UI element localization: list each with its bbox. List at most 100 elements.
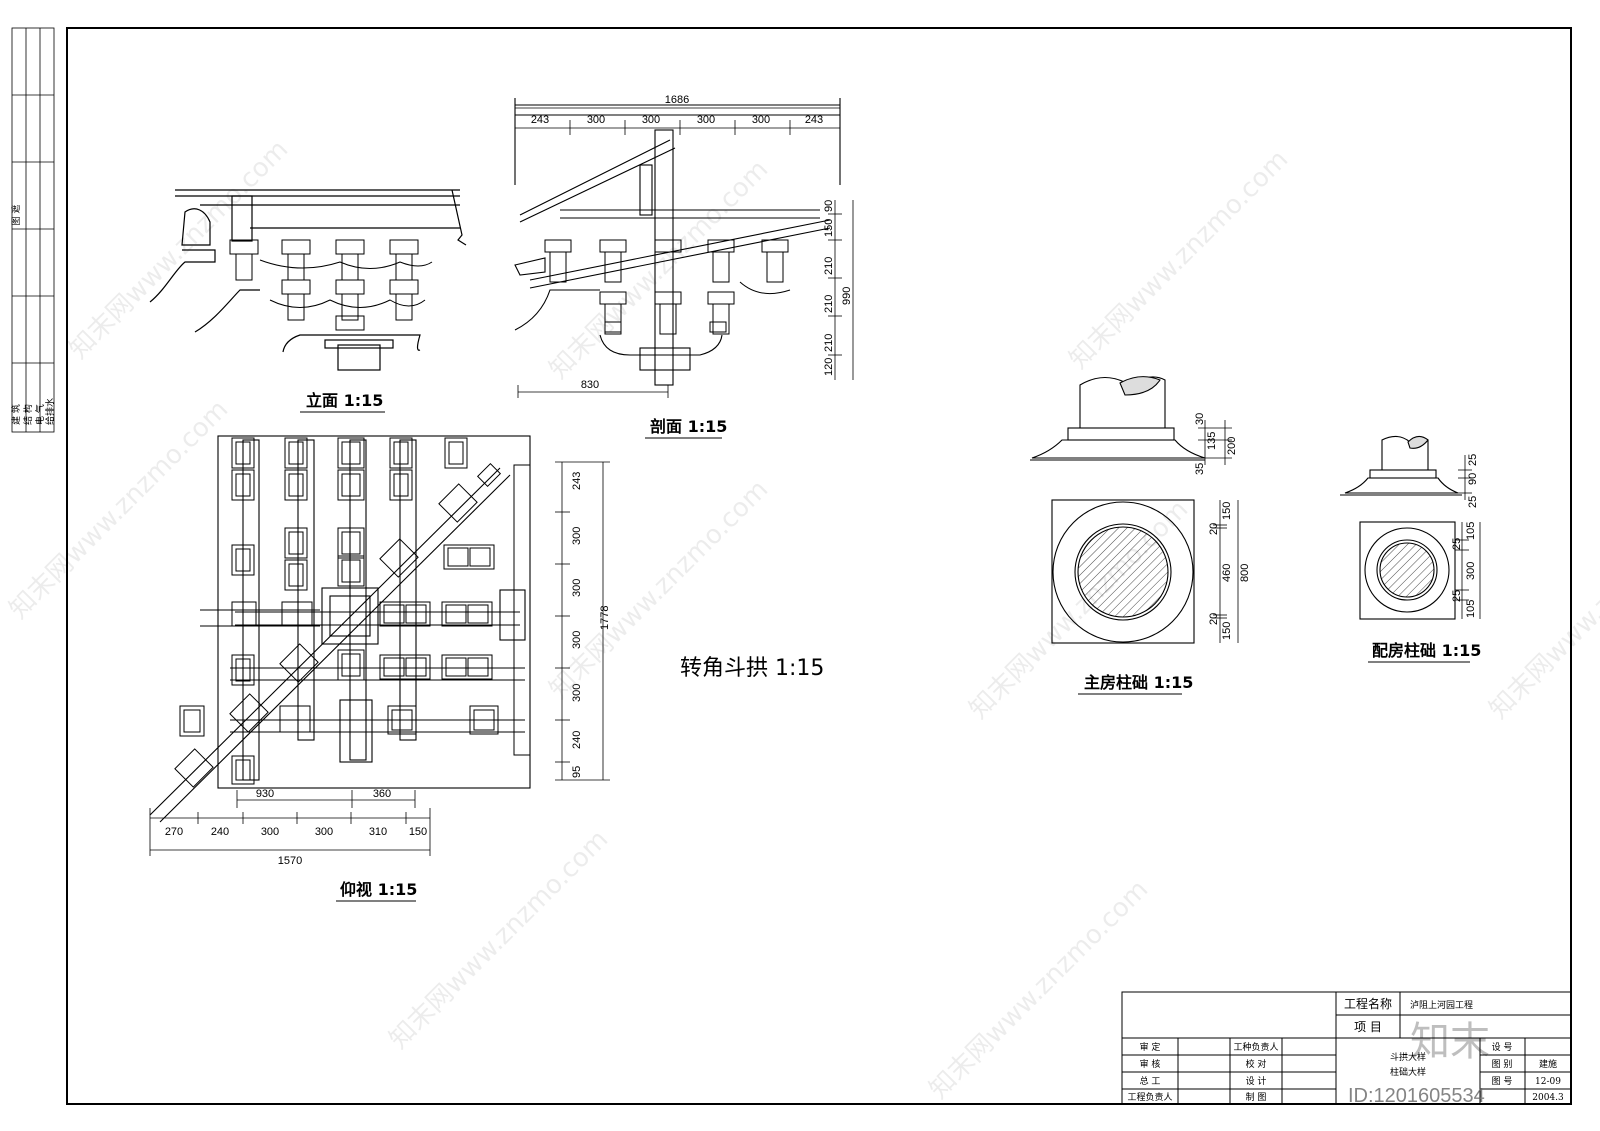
sidebar (11, 27, 55, 433)
main-base-elevation (1030, 376, 1206, 461)
tb-drawing-name-1: 斗拱大样 (1390, 1051, 1426, 1063)
tb-value-date: 2004.3 (1532, 1093, 1564, 1103)
tb-role-draft: 制 图 (1246, 1091, 1267, 1103)
section-label: 剖面 1:15 (650, 417, 727, 436)
sidebar-trade-elec: 电 气 (34, 404, 46, 425)
main-base-pdim-2: 20 (1208, 523, 1220, 535)
bottom-view-label: 仰视 1:15 (340, 880, 417, 899)
watermark-7: 知末网www.znzmo.com (384, 824, 615, 1055)
watermark-9: 知末网www.znzmo.com (1484, 494, 1600, 725)
section-vdim-3: 210 (823, 257, 835, 275)
tb-role-check: 校 对 (1246, 1058, 1267, 1070)
section-total-width: 1686 (665, 94, 689, 106)
bv-hdim-a: 270 (165, 826, 183, 838)
section-vdim-total: 990 (841, 287, 853, 305)
sidebar-top-label: 图 遮 (10, 205, 22, 226)
bottom-view-dimlines (149, 461, 610, 856)
tb-role-review: 审 核 (1140, 1058, 1161, 1070)
bv-vdim-total: 1778 (599, 606, 611, 630)
main-base-edim-1: 30 (1194, 413, 1206, 425)
tb-label-sheet-no: 图 号 (1492, 1076, 1513, 1087)
watermark-3: 知末网www.znzmo.com (1064, 144, 1295, 375)
section-drawing (514, 98, 841, 386)
section-brackets (544, 239, 791, 335)
bv-vdim-5: 300 (571, 684, 583, 702)
title-block (1121, 991, 1572, 1105)
side-base-edim-2: 90 (1467, 473, 1479, 485)
bv-vdim-2: 300 (571, 527, 583, 545)
side-base-pdim-5: 105 (1465, 600, 1477, 618)
watermark-1: 知末网www.znzmo.com (64, 134, 295, 365)
main-base-pdim-4: 800 (1239, 564, 1251, 582)
watermark-logo: 知末 (1410, 1019, 1490, 1065)
bv-vdim-7: 95 (571, 766, 583, 778)
sidebar-trade-water: 给排水 (44, 398, 56, 425)
bv-hdim-d: 300 (315, 826, 333, 838)
bv-hdim-e: 310 (369, 826, 387, 838)
side-base-edim-1: 25 (1467, 454, 1479, 466)
tb-label-design-no: 设 号 (1492, 1042, 1513, 1053)
section-dim-3: 300 (642, 114, 660, 126)
main-base-label: 主房柱础 1:15 (1084, 673, 1193, 692)
bv-hdim-360: 360 (373, 788, 391, 800)
bv-hdim-c: 300 (261, 826, 279, 838)
side-base-pdim-4: 25 (1451, 590, 1463, 602)
bv-hdim-930: 930 (256, 788, 274, 800)
main-title: 转角斗拱 1:15 (680, 656, 824, 681)
section-dim-1: 243 (531, 114, 549, 126)
diagonal-bracket-blocks (174, 462, 502, 788)
tb-role-chief: 总 工 (1140, 1075, 1161, 1087)
watermark-id: ID:1201605534 (1348, 1085, 1485, 1107)
main-base-pdim-5: 20 (1208, 613, 1220, 625)
bv-vdim-3: 300 (571, 579, 583, 597)
section-dimlines (515, 107, 854, 398)
elevation-drawing (149, 189, 467, 371)
sheet-border (66, 27, 1572, 1105)
tb-drawing-name-2: 柱础大样 (1390, 1066, 1426, 1078)
section-dim-6: 243 (805, 114, 823, 126)
tb-project-name-label: 工程名称 (1344, 996, 1392, 1011)
section-dim-2: 300 (587, 114, 605, 126)
bv-vdim-6: 240 (571, 731, 583, 749)
tb-role-approve: 审 定 (1140, 1041, 1161, 1053)
tb-role-design: 设 计 (1246, 1075, 1267, 1087)
section-vdim-1: 90 (823, 200, 835, 212)
bv-vdim-1: 243 (571, 472, 583, 490)
side-base-pdim-2: 25 (1451, 538, 1463, 550)
main-base-plan (1051, 499, 1195, 644)
section-vdim-4: 210 (823, 295, 835, 313)
main-base-pdim-3: 460 (1221, 564, 1233, 582)
main-base-edim-4: 35 (1194, 463, 1206, 475)
section-vdim-6: 120 (823, 358, 835, 376)
tb-project-name: 泸阻上河园工程 (1410, 999, 1473, 1011)
side-base-plan (1359, 521, 1456, 620)
tb-item-label: 项 目 (1354, 1020, 1382, 1034)
tb-role-trade-lead: 工种负责人 (1233, 1041, 1278, 1053)
bv-hdim-b: 240 (211, 826, 229, 838)
main-base-pdim-1: 150 (1221, 502, 1233, 520)
watermark-8: 知末网www.znzmo.com (924, 874, 1155, 1105)
main-base-pdim-6: 150 (1221, 622, 1233, 640)
side-base-label: 配房柱础 1:15 (1372, 641, 1481, 660)
watermark-4: 知末网www.znzmo.com (4, 394, 235, 625)
sidebar-trade-arch: 建 筑 (10, 404, 22, 425)
section-vdim-5: 210 (823, 334, 835, 352)
main-base-edim-2: 135 (1206, 432, 1218, 450)
sidebar-trade-struct: 结 构 (22, 404, 34, 425)
side-base-edim-3: 25 (1467, 496, 1479, 508)
tb-value-category: 建施 (1539, 1058, 1557, 1070)
watermark-2: 知末网www.znzmo.com (544, 154, 775, 385)
elevation-brackets (229, 239, 433, 331)
main-base-dimlines (1198, 420, 1239, 643)
bottom-view-blocks (179, 437, 531, 785)
elevation-label: 立面 1:15 (306, 391, 383, 410)
section-bottom-dim: 830 (581, 379, 599, 391)
main-base-edim-3: 200 (1226, 437, 1238, 455)
bv-hdim-f: 150 (409, 826, 427, 838)
side-base-dimlines (1455, 455, 1481, 619)
bv-hdim-total: 1570 (278, 855, 302, 867)
side-base-elevation (1340, 435, 1462, 496)
section-dim-5: 300 (752, 114, 770, 126)
bv-vdim-4: 300 (571, 631, 583, 649)
